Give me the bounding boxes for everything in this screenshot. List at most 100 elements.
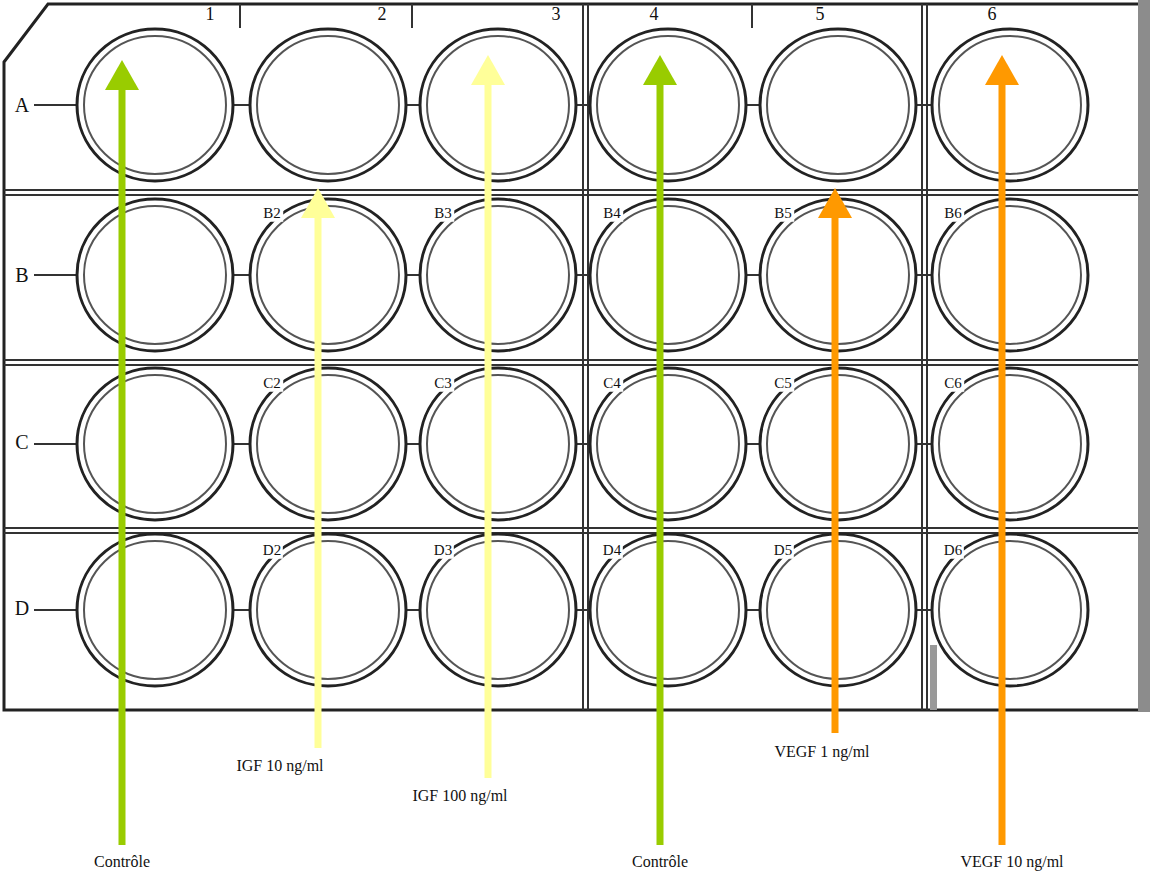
well-ring	[84, 206, 226, 344]
well-label: D2	[261, 542, 283, 559]
well-label: D5	[772, 542, 794, 559]
grid-lines	[4, 4, 1138, 710]
well	[420, 199, 576, 351]
well-ring	[939, 541, 1081, 679]
well-ring	[84, 541, 226, 679]
well	[77, 368, 233, 520]
grid-line	[239, 4, 241, 28]
tick	[34, 104, 78, 106]
well-ring	[597, 206, 739, 344]
well-ring	[597, 375, 739, 513]
arrow-head	[105, 60, 139, 90]
well	[932, 368, 1088, 520]
well-label: C2	[261, 375, 283, 392]
well	[420, 368, 576, 520]
grid-line	[4, 527, 1138, 529]
well	[420, 534, 576, 686]
well-ring	[257, 541, 399, 679]
well-label: D6	[942, 542, 964, 559]
well-ring	[597, 36, 739, 174]
column-number: 4	[650, 5, 659, 25]
arrow-shaft	[485, 81, 492, 778]
well-ring	[427, 36, 569, 174]
arrow-head	[985, 55, 1019, 85]
tick	[34, 443, 78, 445]
column-number: 5	[816, 5, 825, 25]
grid-line	[4, 189, 1138, 191]
column-number: 3	[552, 5, 561, 25]
tick	[34, 274, 78, 276]
well-label: B3	[432, 205, 454, 222]
well	[932, 29, 1088, 181]
well-ring	[427, 375, 569, 513]
well-ring	[84, 36, 226, 174]
well-label: B5	[772, 205, 794, 222]
well-label: B6	[942, 205, 964, 222]
well-ring	[939, 206, 1081, 344]
arrow-head	[643, 55, 677, 85]
well-label: D4	[601, 542, 623, 559]
well	[590, 29, 746, 181]
treatment-label: IGF 100 ng/ml	[412, 787, 507, 805]
plate-outline	[4, 4, 1140, 710]
treatment-label: VEGF 10 ng/ml	[960, 853, 1063, 871]
grid-line	[751, 4, 753, 28]
well-ring	[257, 375, 399, 513]
treatment-label: IGF 10 ng/ml	[236, 757, 323, 775]
well	[932, 199, 1088, 351]
arrow-head	[301, 188, 335, 218]
row-letter: C	[13, 431, 30, 453]
well-label: C4	[601, 375, 623, 392]
column-number: 6	[988, 5, 997, 25]
well-label: C5	[772, 375, 794, 392]
plate-edge	[930, 645, 937, 710]
well	[420, 29, 576, 181]
grid-line	[921, 4, 923, 710]
grid-line	[411, 4, 413, 28]
row-letter: D	[13, 597, 31, 619]
well	[932, 534, 1088, 686]
tick	[34, 609, 78, 611]
well-ring	[257, 36, 399, 174]
arrow-head	[471, 55, 505, 85]
treatment-label: Contrôle	[94, 853, 150, 871]
well-label: B4	[601, 205, 623, 222]
well-label: B2	[261, 205, 283, 222]
well-ring	[427, 206, 569, 344]
well	[77, 199, 233, 351]
grid-line	[4, 364, 1138, 366]
well-ring	[427, 541, 569, 679]
well-label: C6	[942, 375, 964, 392]
arrows	[105, 55, 1019, 845]
well	[77, 534, 233, 686]
well-ring	[939, 375, 1081, 513]
grid-line	[4, 532, 1138, 534]
grid-line	[4, 359, 1138, 361]
well	[590, 534, 746, 686]
arrow-shaft	[119, 86, 126, 845]
plate-edge	[1138, 0, 1150, 712]
arrow-shaft	[657, 81, 664, 845]
arrow-shaft	[315, 214, 322, 748]
well-ring	[939, 36, 1081, 174]
row-letter: B	[13, 264, 30, 286]
row-letter: A	[13, 94, 31, 116]
well-ring	[767, 36, 909, 174]
column-number: 1	[206, 5, 215, 25]
arrow-shaft	[832, 214, 839, 733]
well	[77, 29, 233, 181]
well-label: D3	[432, 542, 454, 559]
arrow-shaft	[999, 81, 1006, 845]
well-ring	[257, 206, 399, 344]
grid-line	[926, 4, 928, 710]
wells	[77, 29, 1088, 686]
well	[250, 199, 406, 351]
well	[590, 368, 746, 520]
well-label: C3	[432, 375, 454, 392]
well	[250, 368, 406, 520]
well-ring	[597, 541, 739, 679]
grid-line	[4, 194, 1138, 196]
